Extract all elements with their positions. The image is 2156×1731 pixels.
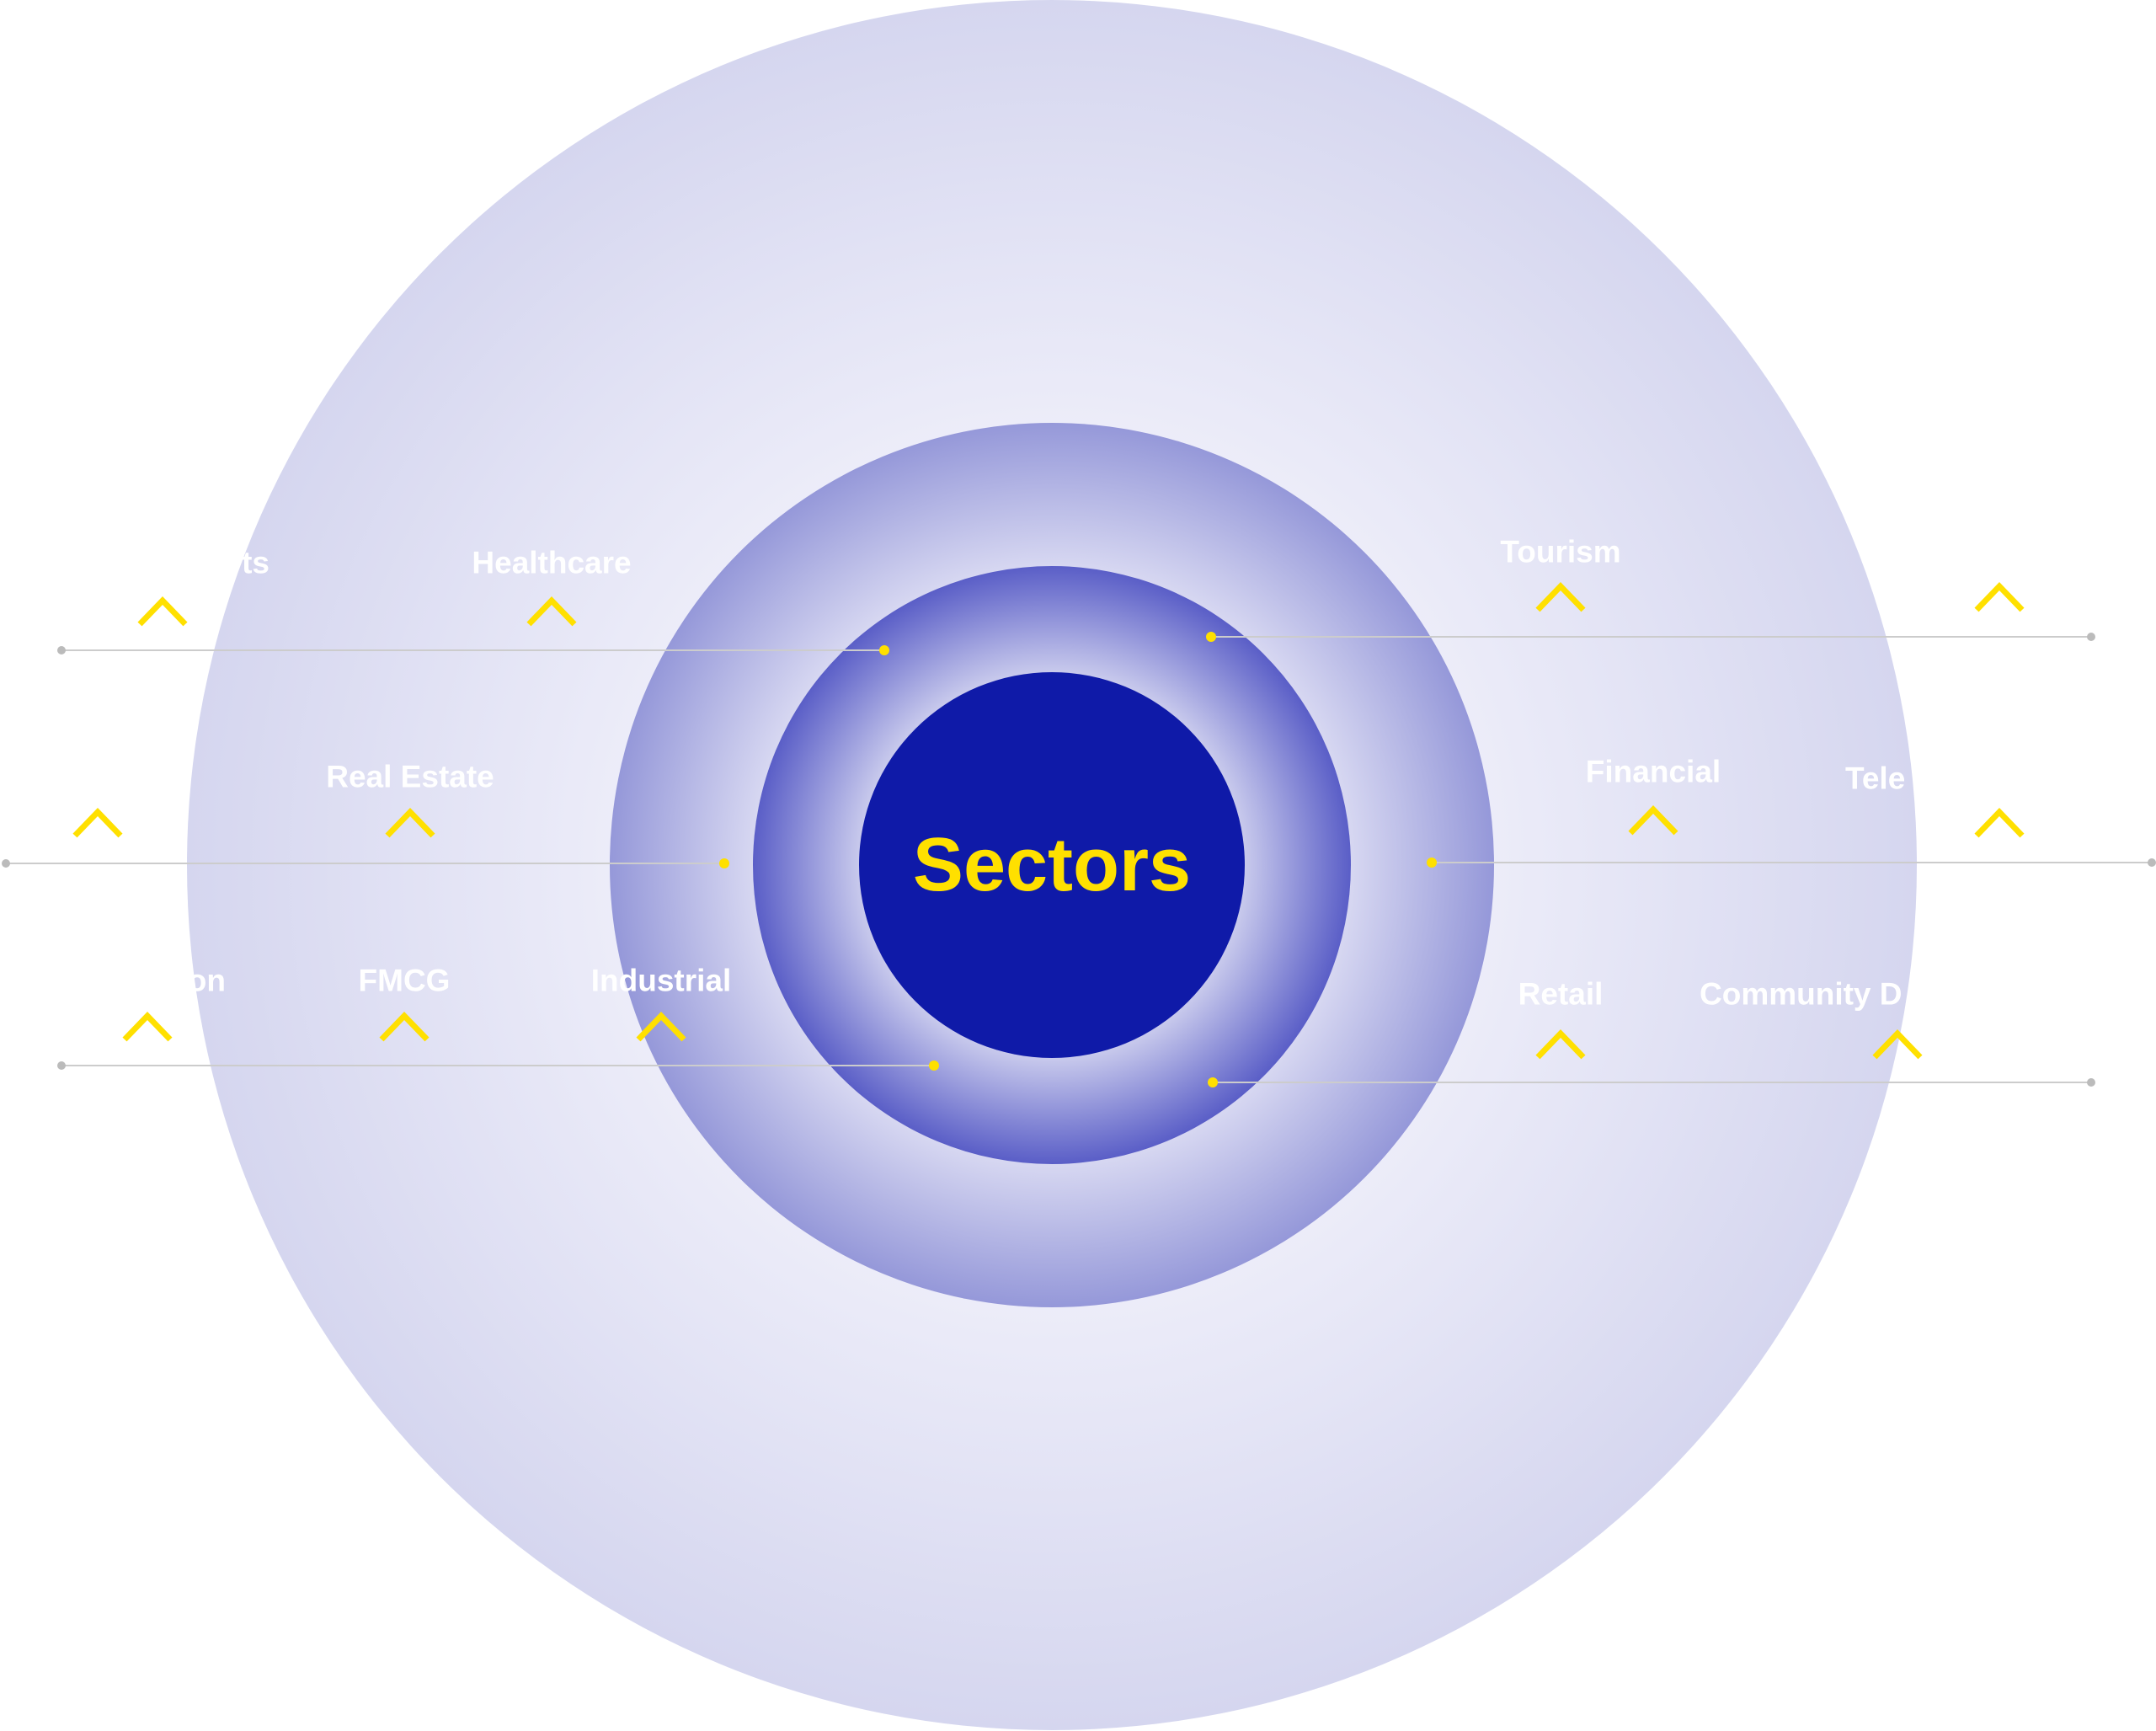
label-investments: ts: [242, 545, 270, 580]
line-end-dot: [2, 859, 10, 868]
core-circle: [859, 672, 1245, 1058]
chevron-up-icon: [137, 596, 188, 627]
chevron-up-icon: [72, 807, 123, 838]
label-tourism: Tourism: [1500, 534, 1621, 569]
chevron-up-icon: [385, 807, 435, 838]
line-end-dot: [2087, 633, 2095, 641]
chevron-up-icon: [122, 1011, 173, 1042]
label-community: Community D: [1700, 976, 1903, 1012]
chevron-up-icon: [1535, 581, 1586, 612]
chevron-up-icon: [636, 1011, 686, 1042]
chevron-up-icon: [1628, 804, 1678, 836]
center-title: Sectors: [912, 823, 1192, 907]
chevron-up-icon: [379, 1011, 430, 1042]
anchor-dot: [879, 645, 889, 655]
label-healthcare: Healthcare: [472, 545, 632, 580]
label-retail: Retail: [1518, 976, 1604, 1012]
label-on: on: [187, 963, 226, 998]
chevron-up-icon: [1974, 807, 2025, 838]
chevron-up-icon: [1974, 581, 2025, 612]
anchor-dot: [719, 858, 729, 868]
anchor-dot: [1208, 1077, 1218, 1087]
anchor-dot: [1206, 632, 1216, 642]
label-fmcg: FMCG: [358, 963, 451, 998]
label-financial: Financial: [1585, 754, 1721, 789]
line-end-dot: [2148, 858, 2156, 867]
chevron-up-icon: [526, 596, 577, 627]
anchor-dot: [929, 1061, 939, 1071]
label-telecom: Tele: [1845, 761, 1906, 796]
line-end-dot: [57, 1061, 66, 1070]
label-real-estate: Real Estate: [326, 759, 494, 794]
chevron-up-icon: [1535, 1028, 1586, 1060]
chevron-up-icon: [1872, 1028, 1923, 1060]
line-end-dot: [2087, 1078, 2095, 1087]
anchor-dot: [1427, 857, 1437, 868]
line-end-dot: [57, 646, 66, 654]
label-industrial: Industrial: [590, 963, 732, 998]
